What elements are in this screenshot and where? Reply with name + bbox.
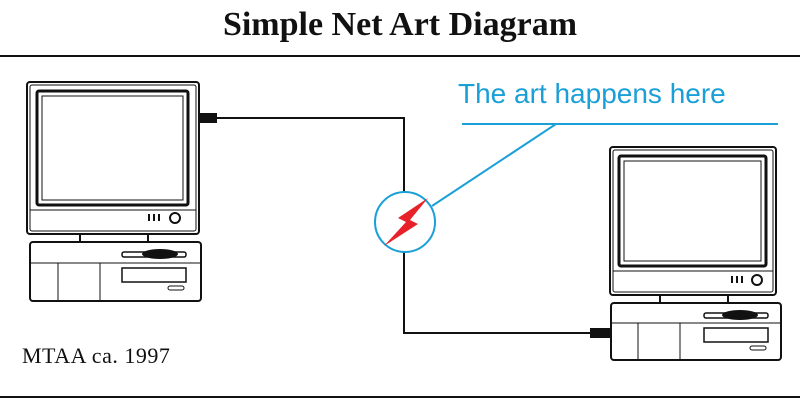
monitor-controls-right	[731, 276, 743, 283]
bolt-node	[374, 191, 436, 253]
bottom-divider	[0, 396, 800, 398]
connection-wires	[217, 117, 590, 334]
monitor-controls	[148, 214, 160, 221]
wire-right	[403, 250, 590, 334]
cable-plug-right	[590, 328, 612, 338]
top-divider	[0, 55, 800, 57]
floppy-drive-left	[121, 249, 187, 259]
cable-plug-left	[199, 113, 217, 123]
computer-left	[26, 81, 217, 302]
lightning-bolt-icon	[384, 198, 428, 246]
diagram-title: Simple Net Art Diagram	[222, 6, 578, 43]
computer-right	[590, 146, 782, 361]
annotation-pointer	[431, 123, 778, 207]
credit-label: MTAA ca. 1997	[22, 343, 171, 368]
wire-left	[217, 117, 405, 195]
annotation-label: The art happens here	[458, 78, 726, 109]
floppy-drive-right	[703, 310, 769, 320]
